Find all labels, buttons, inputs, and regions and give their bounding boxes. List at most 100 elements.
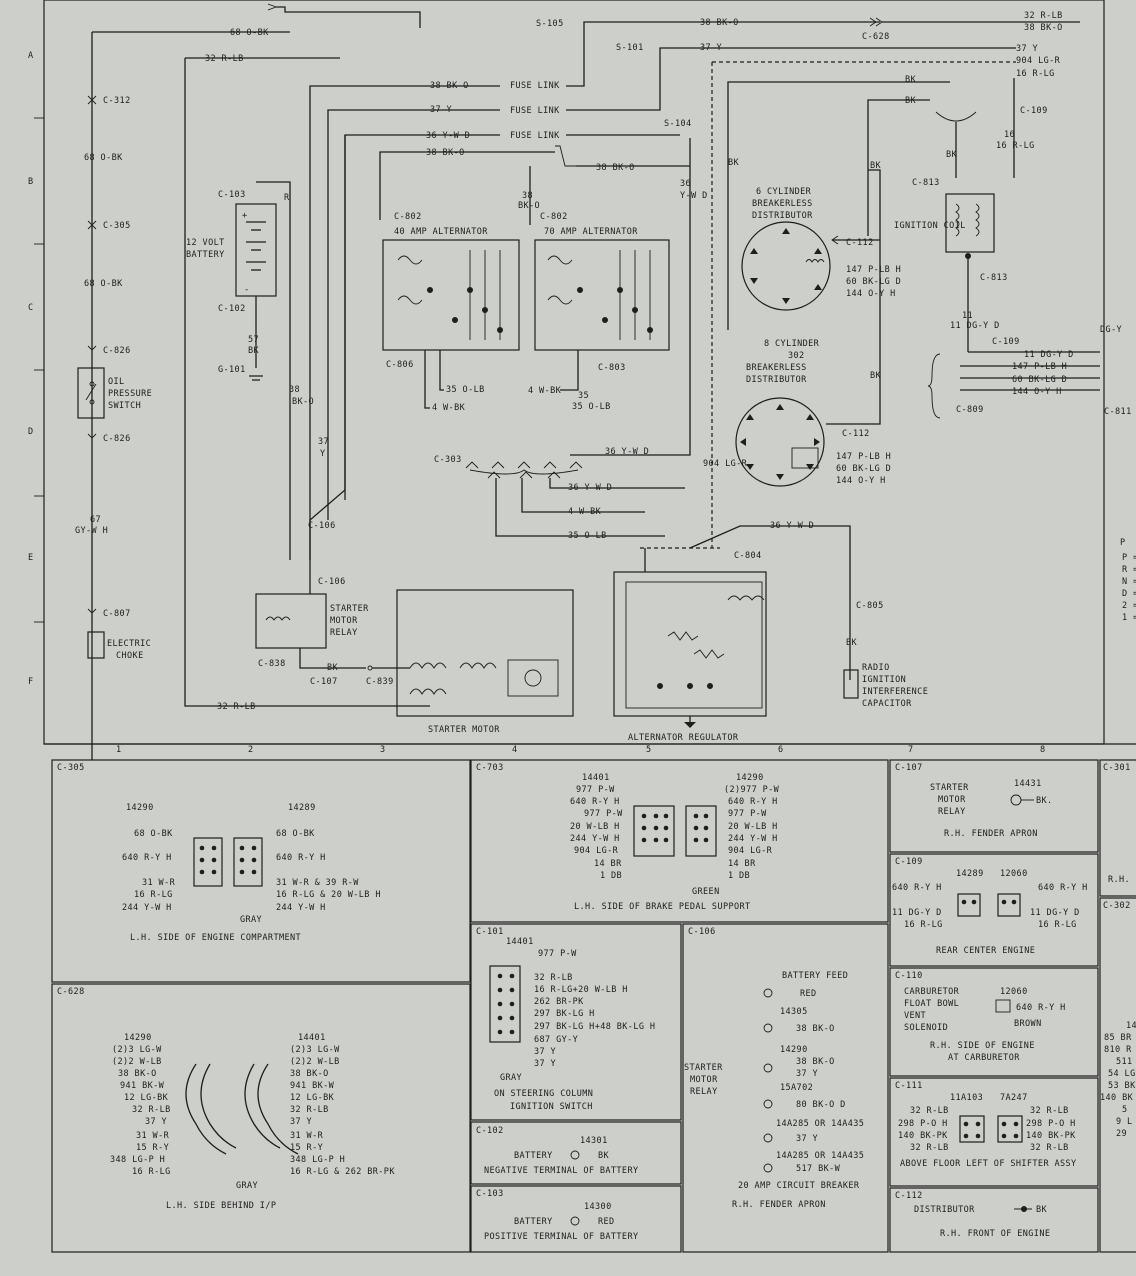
svg-text:D =: D = — [1122, 589, 1136, 599]
svg-text:941 BK-W: 941 BK-W — [290, 1081, 335, 1091]
svg-text:BK: BK — [327, 663, 339, 673]
svg-text:CAPACITOR: CAPACITOR — [862, 699, 912, 709]
svg-text:DISTRIBUTOR: DISTRIBUTOR — [914, 1205, 975, 1215]
svg-text:AT CARBURETOR: AT CARBURETOR — [948, 1053, 1020, 1063]
panel-c101 — [470, 923, 682, 1121]
svg-text:140 BK: 140 BK — [1100, 1093, 1134, 1103]
svg-text:144 O-Y H: 144 O-Y H — [836, 476, 886, 486]
svg-text:BK-O: BK-O — [518, 201, 540, 211]
svg-text:14A285 OR 14A435: 14A285 OR 14A435 — [776, 1151, 864, 1161]
svg-text:C-106: C-106 — [308, 521, 336, 531]
svg-text:38 BK-O: 38 BK-O — [700, 18, 739, 28]
svg-text:20 W-LB H: 20 W-LB H — [570, 822, 620, 832]
svg-text:MOTOR: MOTOR — [938, 795, 966, 805]
alternator-regulator: C-804 36 Y-W D ALTERNATOR REGULATOR — [613, 521, 851, 743]
svg-text:4 W-BK: 4 W-BK — [528, 386, 562, 396]
svg-text:147 P-LB H: 147 P-LB H — [846, 265, 901, 275]
c107-content: C-107 STARTER MOTOR RELAY 14431 BK. R.H.… — [895, 763, 1053, 839]
svg-text:298 P-O H: 298 P-O H — [898, 1119, 948, 1129]
svg-text:SWITCH: SWITCH — [108, 401, 141, 411]
svg-text:R.H. FRONT OF ENGINE: R.H. FRONT OF ENGINE — [940, 1229, 1050, 1239]
svg-text:REAR CENTER ENGINE: REAR CENTER ENGINE — [936, 946, 1035, 956]
svg-text:7A247: 7A247 — [1000, 1093, 1028, 1103]
svg-text:BK: BK — [870, 161, 882, 171]
panel-c110 — [889, 967, 1099, 1077]
svg-text:36 Y-W D: 36 Y-W D — [770, 521, 814, 531]
svg-text:144 O-Y H: 144 O-Y H — [846, 289, 896, 299]
svg-text:5: 5 — [1122, 1105, 1128, 1115]
svg-text:38 BK-O: 38 BK-O — [1024, 23, 1063, 33]
svg-text:BROWN: BROWN — [1014, 1019, 1042, 1029]
svg-text:C-106: C-106 — [318, 577, 346, 587]
svg-text:35: 35 — [578, 391, 589, 401]
svg-text:37 Y: 37 Y — [290, 1117, 312, 1127]
svg-text:4 W-BK: 4 W-BK — [568, 507, 602, 517]
panel-c703 — [470, 759, 889, 923]
svg-text:687 GY-Y: 687 GY-Y — [534, 1035, 578, 1045]
svg-text:14290: 14290 — [124, 1033, 152, 1043]
svg-text:262 BR-PK: 262 BR-PK — [534, 997, 584, 1007]
svg-text:ON STEERING COLUMN: ON STEERING COLUMN — [494, 1089, 593, 1099]
svg-text:BK: BK — [728, 158, 740, 168]
svg-text:35 O-LB: 35 O-LB — [568, 531, 607, 541]
svg-text:15 R-Y: 15 R-Y — [136, 1143, 169, 1153]
svg-text:MOTOR: MOTOR — [690, 1075, 718, 1085]
svg-text:C-628: C-628 — [862, 32, 890, 42]
svg-text:12060: 12060 — [1000, 869, 1028, 879]
svg-text:80 BK-O D: 80 BK-O D — [796, 1100, 846, 1110]
svg-text:67: 67 — [90, 515, 101, 525]
svg-text:C-628: C-628 — [57, 987, 85, 997]
svg-text:640 R-Y H: 640 R-Y H — [728, 797, 778, 807]
svg-text:904 LG-R: 904 LG-R — [703, 459, 748, 469]
svg-text:RADIO: RADIO — [862, 663, 890, 673]
svg-text:977 P-W: 977 P-W — [728, 809, 767, 819]
svg-text:12060: 12060 — [1000, 987, 1028, 997]
svg-text:15A702: 15A702 — [780, 1083, 813, 1093]
svg-text:L.H. SIDE OF ENGINE COMPARTMEN: L.H. SIDE OF ENGINE COMPARTMENT — [130, 933, 301, 943]
svg-text:20 AMP CIRCUIT BREAKER: 20 AMP CIRCUIT BREAKER — [738, 1181, 860, 1191]
svg-text:L.H. SIDE OF BRAKE PEDAL SUPPO: L.H. SIDE OF BRAKE PEDAL SUPPORT — [574, 902, 751, 912]
svg-text:C-109: C-109 — [895, 857, 923, 867]
svg-text:BK.: BK. — [1036, 796, 1053, 806]
svg-text:C: C — [28, 303, 34, 313]
svg-text:GREEN: GREEN — [692, 887, 720, 897]
left-wire-connectors: C-312 68 O-BK C-305 68 O-BK C-826 OIL PR… — [75, 95, 152, 661]
svg-text:C-111: C-111 — [895, 1081, 923, 1091]
svg-text:5: 5 — [646, 745, 652, 755]
svg-text:PRESSURE: PRESSURE — [108, 389, 152, 399]
svg-text:C-109: C-109 — [1020, 106, 1048, 116]
svg-text:16: 16 — [1004, 130, 1015, 140]
panel-c111 — [889, 1077, 1099, 1187]
svg-text:BK: BK — [870, 371, 882, 381]
svg-text:517 BK-W: 517 BK-W — [796, 1164, 841, 1174]
svg-text:RELAY: RELAY — [938, 807, 966, 817]
alternator-70-amp: C-802 70 AMP ALTERNATOR C-803 4 W-BK 353… — [528, 212, 670, 412]
svg-text:STARTER MOTOR: STARTER MOTOR — [428, 725, 500, 735]
svg-text:C-301: C-301 — [1103, 763, 1131, 773]
svg-text:640 R-Y H: 640 R-Y H — [570, 797, 620, 807]
svg-text:1 =: 1 = — [1122, 613, 1136, 623]
svg-text:BK: BK — [598, 1151, 610, 1161]
svg-text:G-101: G-101 — [218, 365, 246, 375]
svg-text:37 Y: 37 Y — [145, 1117, 167, 1127]
panel-c102 — [470, 1121, 682, 1185]
svg-text:C-813: C-813 — [912, 178, 940, 188]
svg-text:C-106: C-106 — [688, 927, 716, 937]
svg-text:C-305: C-305 — [103, 221, 131, 231]
svg-text:12 LG-BK: 12 LG-BK — [124, 1093, 169, 1103]
svg-text:C-107: C-107 — [895, 763, 923, 773]
svg-text:640 R-Y H: 640 R-Y H — [276, 853, 326, 863]
svg-text:DISTRIBUTOR: DISTRIBUTOR — [746, 375, 807, 385]
svg-text:N =: N = — [1122, 577, 1136, 587]
c103-content: C-103 14300 BATTERY RED POSITIVE TERMINA… — [476, 1189, 638, 1242]
svg-text:(2)3 LG-W: (2)3 LG-W — [112, 1045, 162, 1055]
svg-text:S-101: S-101 — [616, 43, 644, 53]
svg-text:14401: 14401 — [298, 1033, 326, 1043]
svg-text:16 R-LG: 16 R-LG — [1038, 920, 1077, 930]
svg-text:11 DG-Y D: 11 DG-Y D — [892, 908, 942, 918]
svg-text:977 P-W: 977 P-W — [584, 809, 623, 819]
svg-text:15 R-Y: 15 R-Y — [290, 1143, 323, 1153]
svg-text:C-112: C-112 — [846, 238, 874, 248]
